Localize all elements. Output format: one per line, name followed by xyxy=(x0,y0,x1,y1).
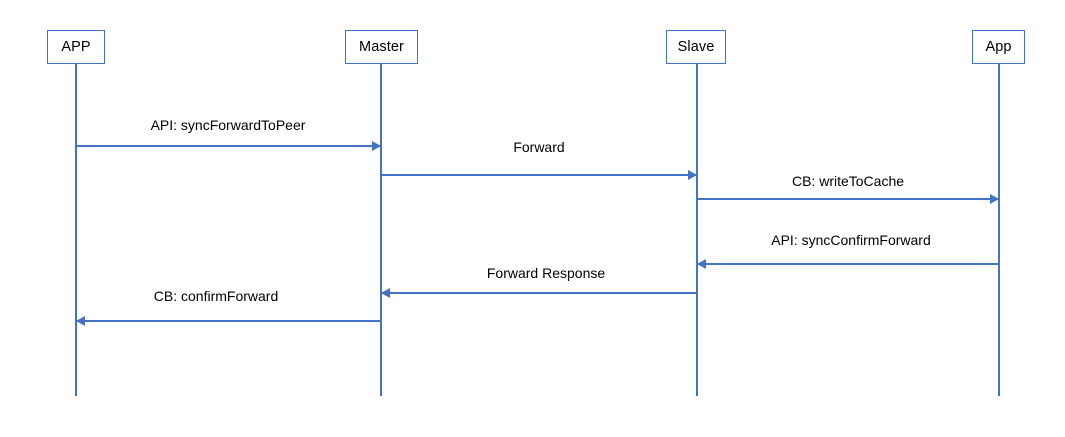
arrowhead-left-icon xyxy=(76,316,85,326)
message-label-msg-3: CB: writeToCache xyxy=(791,173,905,189)
lifeline-slave xyxy=(696,64,698,396)
lifeline-app-left xyxy=(75,64,77,396)
message-line-msg-4[interactable] xyxy=(697,263,999,265)
arrowhead-left-icon xyxy=(381,288,390,298)
message-label-msg-4: API: syncConfirmForward xyxy=(771,232,931,248)
participant-box-app-left[interactable]: APP xyxy=(47,30,105,64)
arrowhead-left-icon xyxy=(697,259,706,269)
lifeline-master xyxy=(380,64,382,396)
message-line-msg-1[interactable] xyxy=(76,145,381,147)
message-label-msg-2: Forward xyxy=(513,139,565,155)
message-line-msg-6[interactable] xyxy=(76,320,381,322)
arrowhead-right-icon xyxy=(990,194,999,204)
message-label-msg-6: CB: confirmForward xyxy=(153,288,279,304)
arrowhead-right-icon xyxy=(688,170,697,180)
message-line-msg-3[interactable] xyxy=(697,198,999,200)
message-line-msg-5[interactable] xyxy=(381,292,697,294)
participant-box-master[interactable]: Master xyxy=(345,30,418,64)
lifeline-app-right xyxy=(998,64,1000,396)
arrowhead-right-icon xyxy=(372,141,381,151)
message-line-msg-2[interactable] xyxy=(381,174,697,176)
message-label-msg-1: API: syncForwardToPeer xyxy=(150,117,306,133)
message-label-msg-5: Forward Response xyxy=(486,265,606,281)
participant-box-app-right[interactable]: App xyxy=(972,30,1025,64)
participant-box-slave[interactable]: Slave xyxy=(666,30,726,64)
